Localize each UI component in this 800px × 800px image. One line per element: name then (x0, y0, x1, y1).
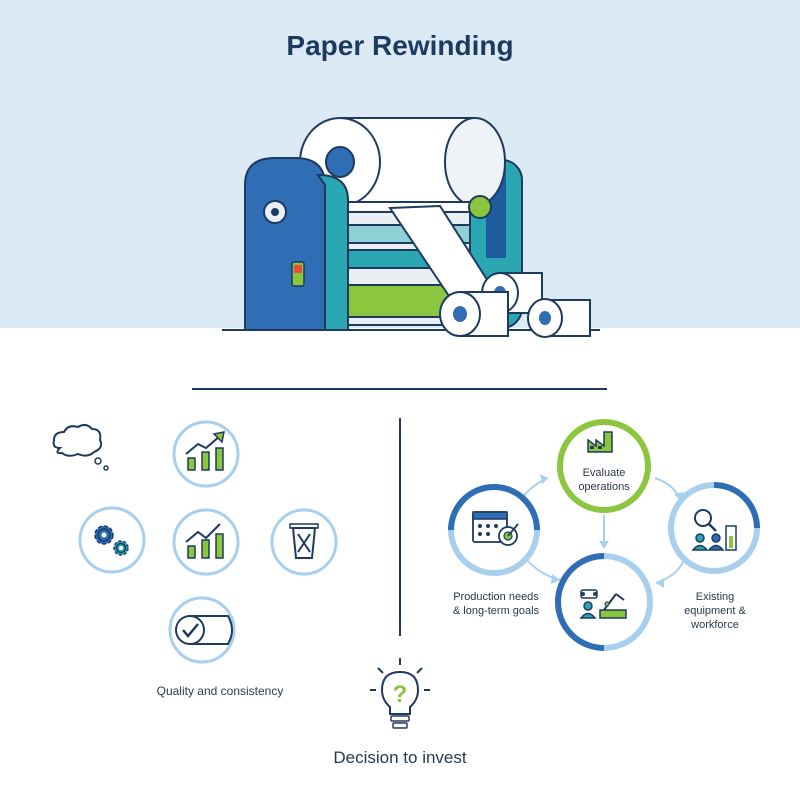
quality-label: Quality and consistency (156, 684, 284, 698)
growth-chart-icon (172, 420, 240, 488)
evaluate-label: Evaluate operations (564, 466, 644, 494)
page-title: Paper Rewinding (286, 30, 514, 61)
production-label-line2: & long-term goals (452, 605, 540, 617)
decision-label: Decision to invest (333, 748, 467, 767)
evaluate-label-line2: operations (578, 481, 630, 493)
thought-bubble-icon (52, 423, 109, 471)
growth-chart-icon-center (172, 508, 240, 576)
existing-label-line1: Existing (695, 591, 735, 603)
factory-icon (587, 431, 613, 453)
evaluate-label-line1: Evaluate (582, 467, 626, 479)
trash-bin-icon (270, 508, 338, 576)
robot-arm-icon (579, 589, 627, 619)
calendar-target-icon (472, 511, 519, 546)
gears-icon (78, 506, 146, 574)
existing-label-line3: workforce (691, 619, 739, 631)
team-analysis-icon (691, 509, 737, 551)
existing-label: Existing equipment & workforce (670, 590, 760, 632)
question-mark: ? (393, 681, 408, 708)
existing-label-line2: equipment & (684, 605, 746, 617)
production-label-line1: Production needs (453, 591, 539, 603)
check-roll-icon (168, 596, 236, 664)
production-label: Production needs & long-term goals (436, 590, 556, 618)
lightbulb-question-icon: ? (370, 658, 430, 729)
